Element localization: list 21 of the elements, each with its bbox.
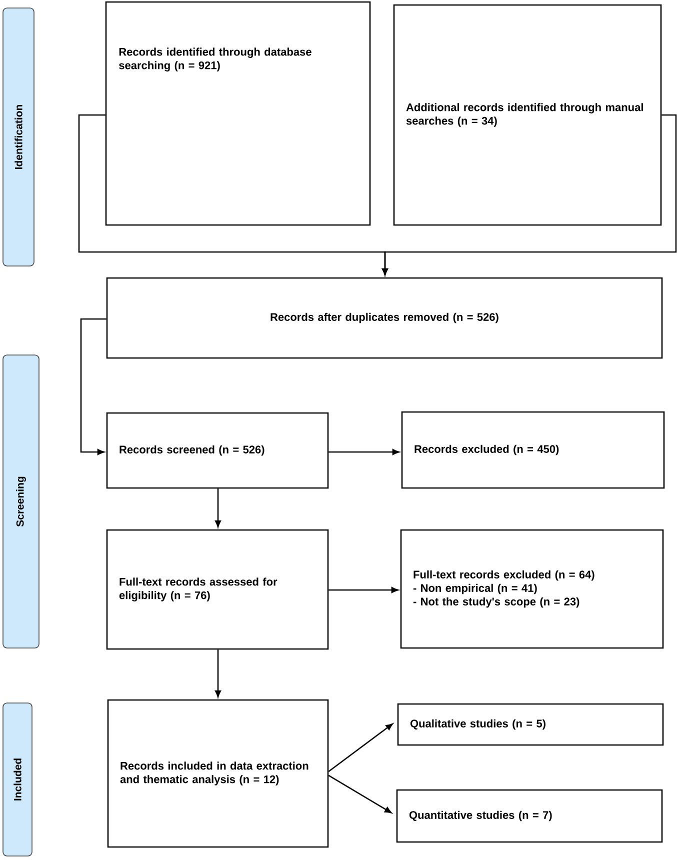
arrow	[215, 488, 221, 528]
process-box: Records after duplicates removed (n = 526)	[106, 277, 663, 359]
process-box: Full-text records excluded (n = 64) - Non empirical (n = 41) - Not the study's scope (n = 23)	[400, 529, 664, 649]
stage-label: Screening	[2, 354, 40, 648]
process-box: Records included in data extraction and thematic analysis (n = 12)	[107, 699, 329, 848]
arrow	[328, 587, 398, 593]
process-box: Quantitative studies (n = 7)	[396, 789, 663, 843]
process-box: Qualitative studies (n = 5)	[397, 703, 664, 746]
arrow	[328, 774, 392, 814]
process-box: Additional records identified through manual searches (n = 34)	[393, 4, 662, 226]
process-box: Records identified through database searching (n = 921)	[105, 1, 371, 226]
arrow	[80, 318, 106, 455]
arrow	[382, 114, 677, 276]
arrow	[328, 449, 400, 455]
process-box: Records screened (n = 526)	[106, 412, 329, 489]
arrow	[215, 650, 221, 698]
stage-label: Included	[2, 702, 32, 856]
process-box: Records excluded (n = 450)	[401, 411, 665, 489]
stage-label: Identification	[2, 8, 34, 266]
process-box: Full-text records assessed for eligibility (n = 76)	[106, 529, 329, 650]
arrow	[328, 723, 393, 772]
